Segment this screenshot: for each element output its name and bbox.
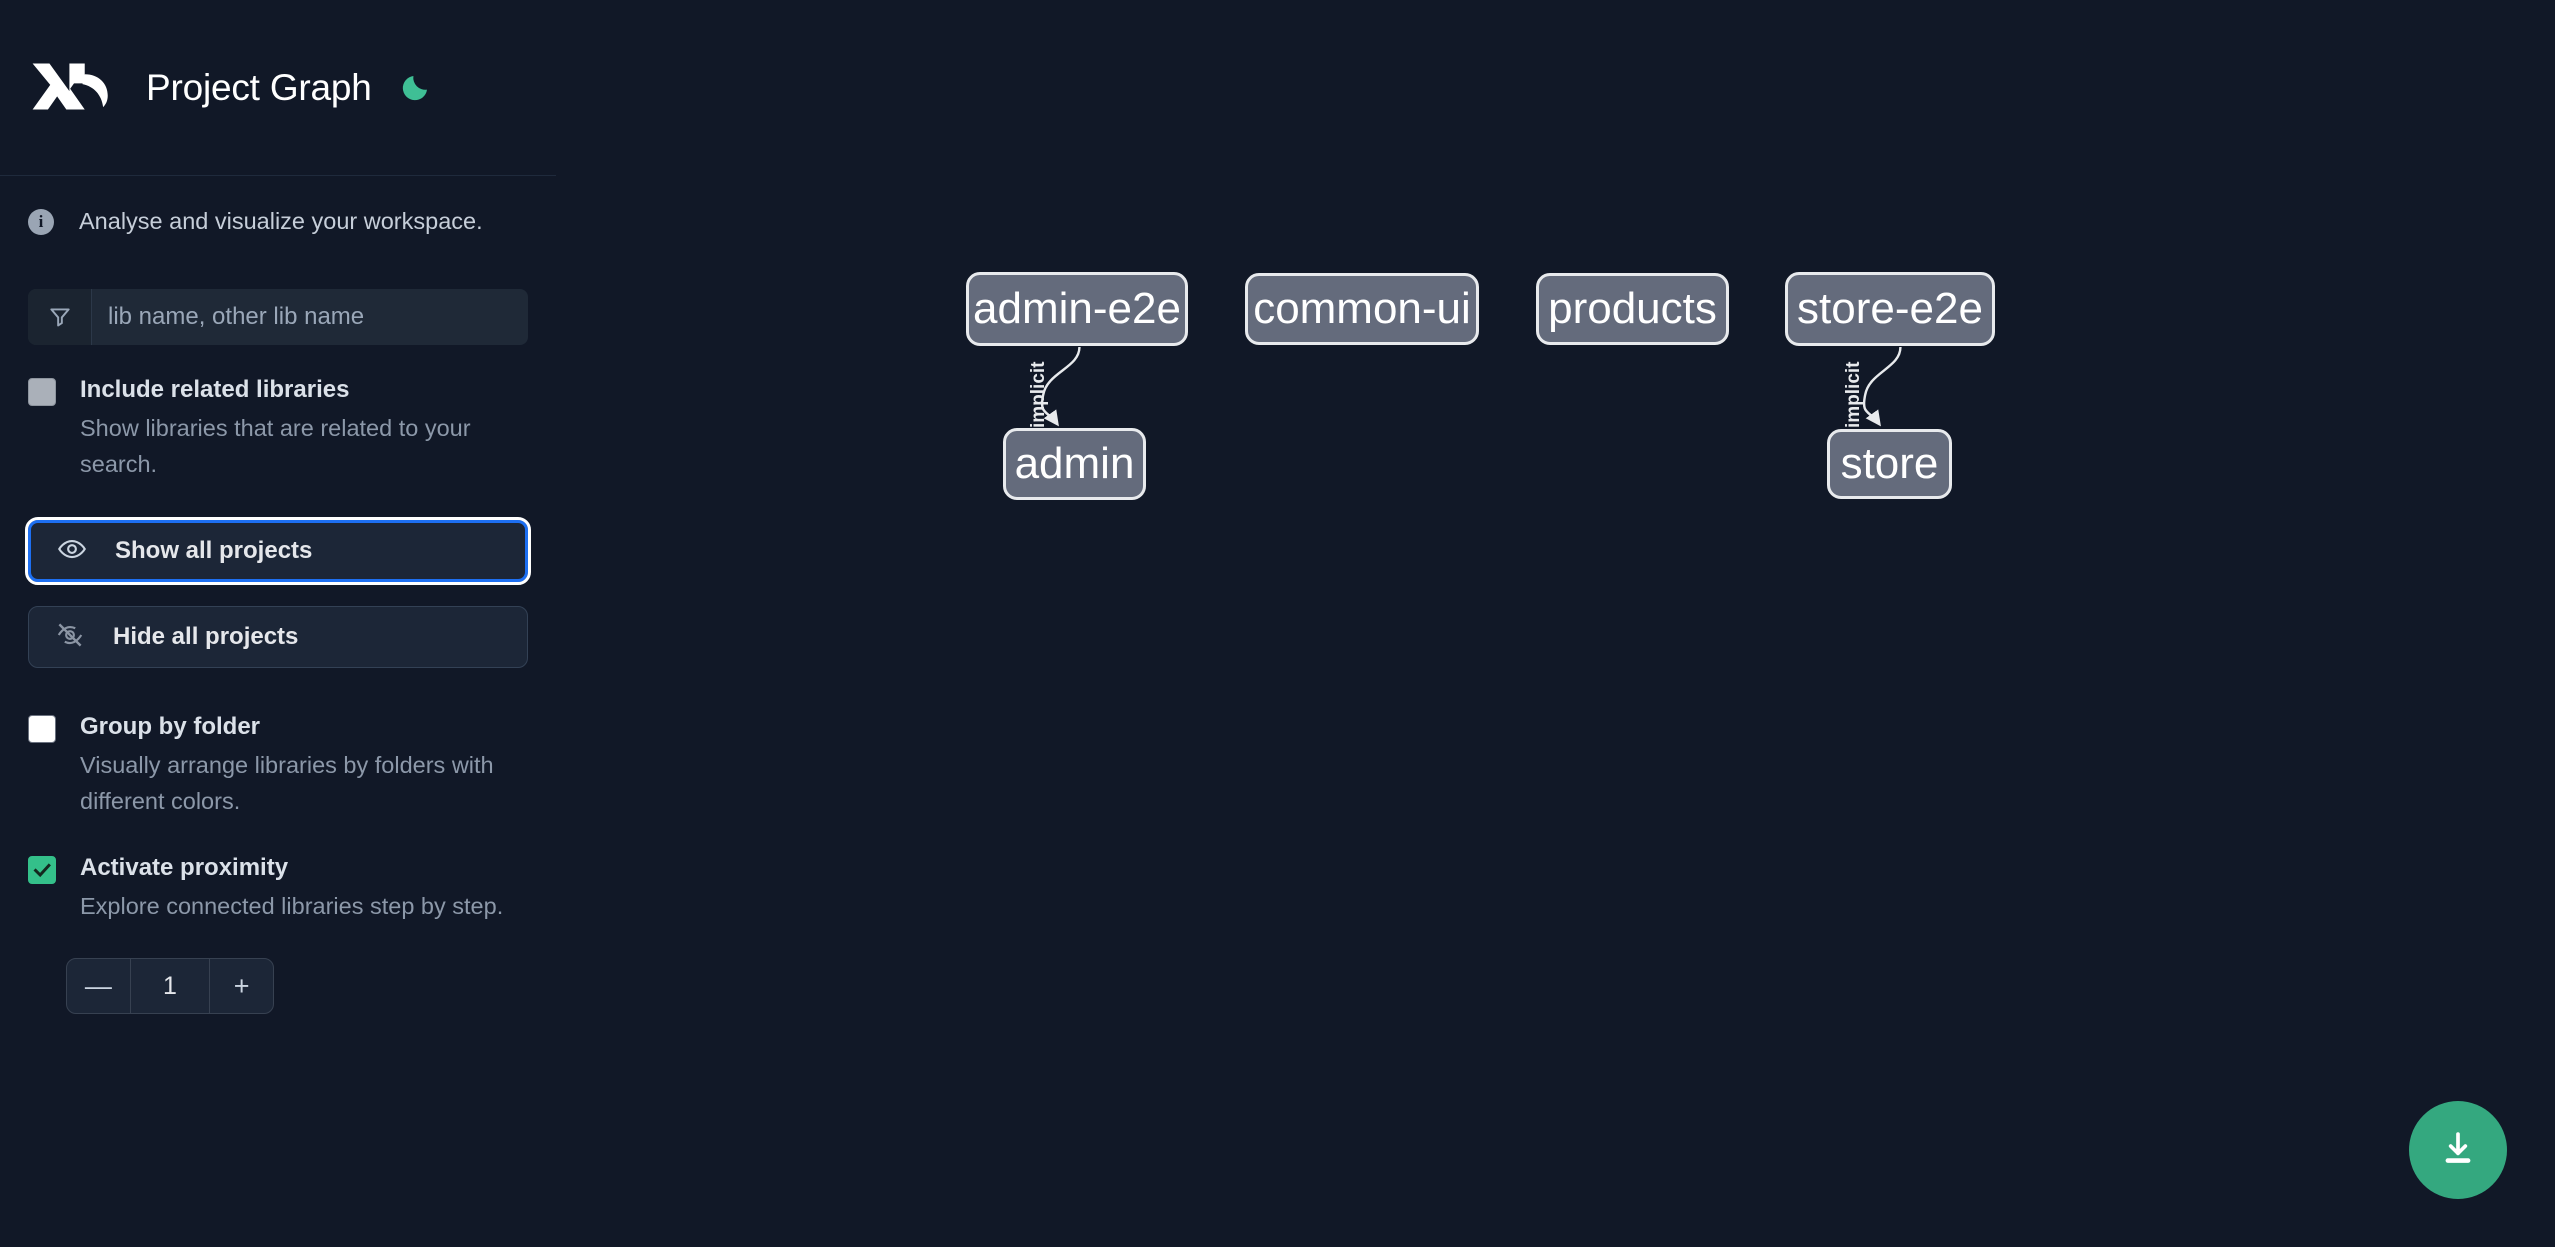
sidebar-header: Project Graph: [0, 0, 556, 176]
page-title: Project Graph: [146, 66, 372, 108]
search-input[interactable]: [92, 289, 528, 345]
option-texts: Include related libraries Show libraries…: [80, 375, 528, 482]
graph-node-admin[interactable]: admin: [1003, 428, 1146, 500]
proximity-stepper[interactable]: — 1 +: [66, 958, 274, 1014]
sidebar: Project Graph i Analyse and visualize yo…: [0, 0, 556, 1247]
layout-options-block: Group by folder Visually arrange librari…: [0, 712, 556, 924]
graph-node-label: products: [1548, 284, 1717, 333]
graph-node-label: store: [1840, 439, 1939, 488]
option-group-by-folder[interactable]: Group by folder Visually arrange librari…: [28, 712, 528, 819]
graph-node-products[interactable]: products: [1536, 273, 1729, 345]
edge-label-admin-e2e-admin: implicit: [1028, 361, 1049, 428]
graph-node-label: admin-e2e: [973, 284, 1181, 333]
graph-node-label: admin: [1014, 439, 1135, 488]
checkbox-include-related-libraries[interactable]: [28, 378, 56, 406]
option-label: Activate proximity: [80, 854, 289, 881]
workspace-info-text: Analyse and visualize your workspace.: [79, 208, 483, 234]
nx-logo-icon: [28, 57, 120, 119]
options-block: Include related libraries Show libraries…: [0, 375, 556, 482]
hide-all-projects-button[interactable]: Hide all projects: [28, 606, 528, 668]
option-label: Group by folder: [80, 713, 260, 740]
option-description: Visually arrange libraries by folders wi…: [80, 752, 494, 814]
workspace-info: i Analyse and visualize your workspace.: [0, 176, 556, 235]
option-include-related-libraries[interactable]: Include related libraries Show libraries…: [28, 375, 528, 482]
hide-all-projects-label: Hide all projects: [113, 623, 299, 650]
eye-off-icon: [55, 620, 85, 655]
proximity-value: 1: [129, 959, 211, 1013]
option-description: Show libraries that are related to your …: [80, 415, 471, 477]
eye-icon: [57, 534, 87, 569]
edge-label-store-e2e-store: implicit: [1843, 361, 1864, 428]
option-activate-proximity[interactable]: Activate proximity Explore connected lib…: [28, 853, 528, 924]
moon-icon[interactable]: [398, 71, 432, 105]
graph-node-label: common-ui: [1253, 284, 1471, 333]
option-texts: Activate proximity Explore connected lib…: [80, 853, 503, 924]
checkbox-activate-proximity[interactable]: [28, 856, 56, 884]
info-icon: i: [28, 208, 54, 235]
graph-node-admin-e2e[interactable]: admin-e2e: [966, 272, 1188, 346]
graph-node-store-e2e[interactable]: store-e2e: [1785, 272, 1995, 346]
show-all-projects-button[interactable]: Show all projects: [25, 517, 531, 585]
show-all-projects-label: Show all projects: [115, 537, 313, 564]
checkbox-group-by-folder[interactable]: [28, 715, 56, 743]
download-icon: [2437, 1128, 2479, 1173]
edge-store-e2e-store: [1862, 346, 1902, 427]
option-texts: Group by folder Visually arrange librari…: [80, 712, 528, 819]
graph-canvas[interactable]: admin-e2e common-ui products store-e2e a…: [556, 0, 2555, 1247]
graph-node-label: store-e2e: [1797, 284, 1983, 333]
option-description: Explore connected libraries step by step…: [80, 893, 504, 919]
proximity-decrement-button[interactable]: —: [84, 970, 112, 1001]
graph-node-store[interactable]: store: [1827, 429, 1952, 499]
filter-icon: [28, 289, 92, 345]
graph-edges: [1040, 346, 1902, 427]
search-field[interactable]: [28, 289, 528, 345]
option-label: Include related libraries: [80, 376, 350, 403]
edge-admin-e2e-admin: [1040, 346, 1081, 427]
download-graph-button[interactable]: [2409, 1101, 2507, 1199]
proximity-increment-button[interactable]: +: [233, 970, 250, 1001]
graph-node-common-ui[interactable]: common-ui: [1245, 273, 1479, 345]
